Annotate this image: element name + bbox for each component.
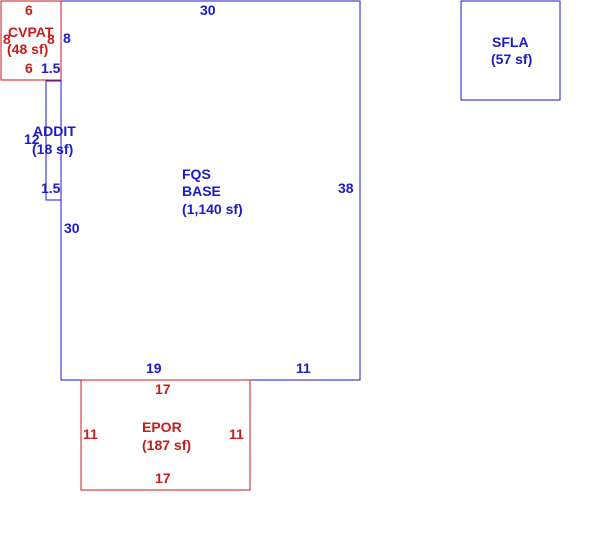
epor-name: EPOR — [142, 419, 182, 435]
addit-bottom-dimension: 1.5 — [41, 180, 61, 196]
cvpat-right-dimension: 8 — [47, 31, 55, 47]
cvpat-left-dimension: 8 — [3, 31, 11, 47]
base-bottom-right-dimension: 11 — [296, 360, 311, 376]
addit-name: ADDIT — [33, 123, 76, 139]
cvpat-bottom-dimension: 6 — [25, 60, 33, 76]
base-left-dimension: 30 — [64, 220, 80, 236]
base-bottom-left-dimension: 19 — [146, 360, 162, 376]
addit-area-label: (18 sf) — [32, 141, 74, 157]
cvpat-area-label: (48 sf) — [7, 41, 49, 57]
cvpat-top-dimension: 6 — [25, 2, 33, 18]
base-left-upper-dimension: 8 — [63, 30, 71, 46]
base-top-dimension: 30 — [200, 2, 216, 18]
base-right-dimension: 38 — [338, 180, 354, 196]
sfla-name: SFLA — [492, 34, 529, 50]
addit-left-dimension: 12 — [24, 131, 40, 147]
base-name-line1: FQS — [182, 166, 211, 182]
epor-right-dimension: 11 — [229, 426, 244, 442]
sfla-area-label: (57 sf) — [491, 51, 533, 67]
epor-top-dimension: 17 — [155, 381, 171, 397]
addit-outline — [45, 80, 62, 201]
epor-bottom-dimension: 17 — [155, 470, 171, 486]
cvpat-name: CVPAT — [8, 24, 54, 40]
epor-outline — [80, 379, 251, 491]
epor-area-label: (187 sf) — [142, 437, 192, 453]
sfla-outline — [460, 0, 561, 101]
addit-top-dimension: 1.5 — [41, 60, 61, 76]
cvpat-outline — [0, 0, 62, 81]
base-name-line2: BASE — [182, 183, 221, 199]
base-area-label: (1,140 sf) — [182, 201, 243, 217]
epor-left-dimension: 11 — [83, 426, 98, 442]
